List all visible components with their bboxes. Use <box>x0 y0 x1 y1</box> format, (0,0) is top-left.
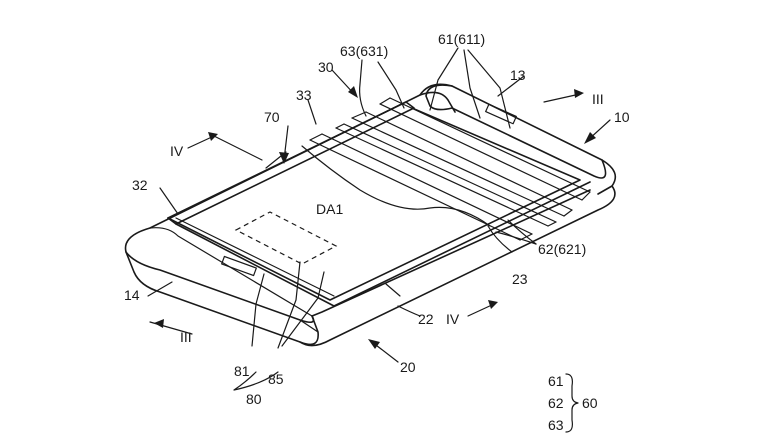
legend-brace <box>565 373 579 433</box>
device-body <box>124 83 617 347</box>
label-80: 80 <box>246 391 262 407</box>
label-13: 13 <box>510 67 526 83</box>
label-10: 10 <box>614 109 630 125</box>
display-panel <box>167 107 591 307</box>
slot-right <box>485 103 517 125</box>
reference-labels: 63(631) 61(611) 30 13 33 III 10 70 IV 32… <box>124 31 630 407</box>
support-bars <box>309 97 591 241</box>
label-63-631: 63(631) <box>340 43 388 59</box>
label-iv-top: IV <box>170 143 184 159</box>
legend-group-60: 60 <box>582 395 598 411</box>
display-boundary <box>301 145 491 227</box>
label-iv-bottom: IV <box>446 311 460 327</box>
label-display-area: DA1 <box>316 201 343 217</box>
leader-lines <box>147 47 537 391</box>
label-20: 20 <box>400 359 416 375</box>
label-iii-bottom: III <box>180 329 192 345</box>
label-32: 32 <box>132 177 148 193</box>
top-plate <box>167 101 415 225</box>
label-22: 22 <box>418 311 434 327</box>
label-33: 33 <box>296 87 312 103</box>
label-23: 23 <box>512 271 528 287</box>
legend-item-62: 62 <box>548 395 564 411</box>
label-61-611: 61(611) <box>438 31 485 47</box>
legend-group: 61 62 63 60 <box>548 373 598 433</box>
label-iii-top: III <box>592 91 604 107</box>
legend-item-63: 63 <box>548 417 564 433</box>
label-81: 81 <box>234 363 250 379</box>
arrows <box>149 69 611 363</box>
label-30: 30 <box>318 59 334 75</box>
sensor-region <box>234 211 338 265</box>
label-14: 14 <box>124 287 140 303</box>
label-85: 85 <box>268 371 284 387</box>
legend-item-61: 61 <box>548 373 564 389</box>
slot-left <box>221 255 257 277</box>
label-62-621: 62(621) <box>538 241 586 257</box>
label-70: 70 <box>264 109 280 125</box>
